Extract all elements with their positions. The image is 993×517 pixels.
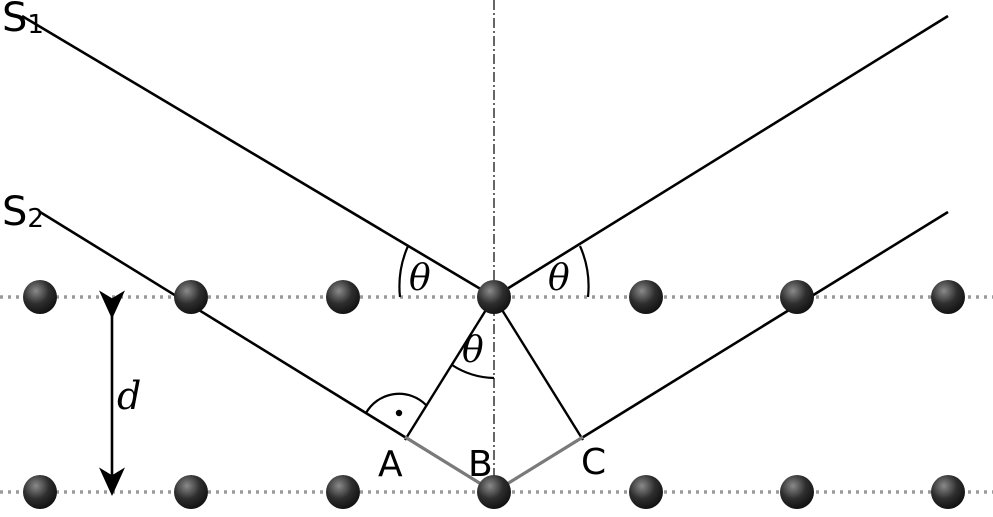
perpendicular-to-a — [403, 296, 496, 441]
label-c: C — [581, 442, 606, 483]
angle-arc-incident — [398, 245, 410, 298]
label-s2: S2 — [2, 189, 44, 235]
label-s1: S1 — [2, 0, 44, 41]
right-angle-arc — [365, 392, 427, 414]
atom-row-top — [23, 280, 965, 314]
atom — [780, 475, 814, 509]
atom — [477, 280, 511, 314]
label-b: B — [468, 444, 493, 485]
label-a: A — [378, 444, 403, 485]
atom — [23, 280, 57, 314]
path-difference-bc — [493, 435, 584, 494]
label-theta-reflected: θ — [548, 258, 570, 299]
atom — [326, 475, 360, 509]
atom — [174, 280, 208, 314]
perpendicular-to-c — [492, 296, 585, 441]
reflected-ray-1 — [493, 14, 949, 299]
atom — [629, 475, 663, 509]
atom — [174, 475, 208, 509]
atom — [326, 280, 360, 314]
label-d: d — [117, 374, 141, 418]
label-theta-inner: θ — [462, 330, 484, 371]
atom — [23, 475, 57, 509]
atom — [931, 280, 965, 314]
angle-arc-inner — [451, 364, 495, 380]
atom — [931, 475, 965, 509]
atom-row-bottom — [23, 475, 965, 509]
label-theta-incident: θ — [409, 258, 431, 299]
right-angle-dot — [395, 409, 403, 417]
angle-arc-reflected — [578, 245, 590, 298]
atom — [477, 475, 511, 509]
atom — [780, 280, 814, 314]
atom — [629, 280, 663, 314]
path-difference-ab — [404, 435, 495, 494]
incident-ray-1 — [21, 14, 495, 299]
